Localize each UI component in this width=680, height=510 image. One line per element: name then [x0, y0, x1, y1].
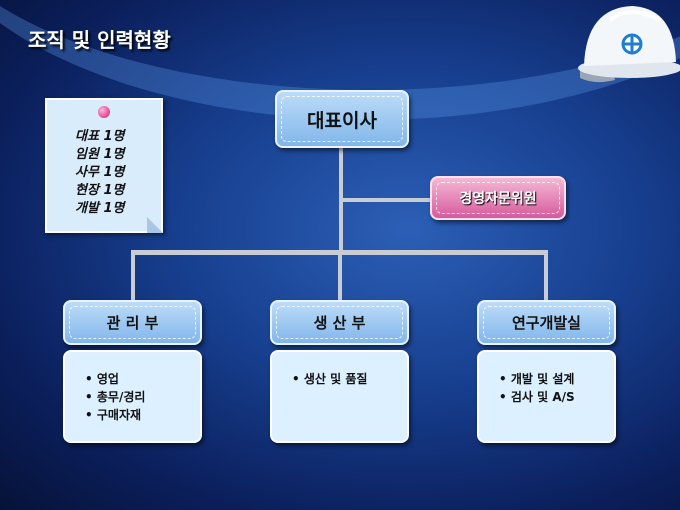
connector-line	[544, 252, 548, 300]
connector-line	[341, 198, 431, 202]
pin-icon	[98, 106, 110, 118]
dept-rnd-duties: 개발 및 설계 검사 및 A/S	[477, 350, 616, 443]
staff-line: 현장 1명	[75, 183, 125, 198]
staff-line: 대표 1명	[75, 129, 125, 144]
dept-label: 관 리 부	[106, 314, 159, 332]
safety-helmet-icon	[578, 6, 680, 83]
duty-item: 영업	[85, 370, 200, 388]
staff-line: 임원 1명	[75, 147, 125, 162]
dept-management-duties: 영업 총무/경리 구매자재	[63, 350, 202, 443]
dept-production-duties: 생산 및 품질	[270, 350, 409, 443]
page-title: 조직 및 인력현황	[28, 28, 171, 52]
connector-line	[338, 252, 342, 300]
connector-line	[131, 252, 135, 300]
dept-management: 관 리 부	[63, 300, 202, 345]
duty-item: 구매자재	[85, 406, 200, 424]
duty-item: 검사 및 A/S	[499, 388, 614, 406]
duty-item: 총무/경리	[85, 388, 200, 406]
advisory-box: 경영자문위원	[430, 176, 566, 220]
duty-item: 개발 및 설계	[499, 370, 614, 388]
duty-item: 생산 및 품질	[292, 370, 407, 388]
dept-rnd: 연구개발실	[477, 300, 616, 345]
ceo-label: 대표이사	[307, 109, 377, 132]
dept-label: 연구개발실	[511, 314, 581, 332]
staff-line: 개발 1명	[75, 201, 125, 216]
staff-line: 사무 1명	[75, 165, 125, 180]
dept-production: 생 산 부	[270, 300, 409, 345]
ceo-box: 대표이사	[275, 90, 409, 148]
dept-label: 생 산 부	[313, 314, 366, 332]
page-fold	[147, 217, 163, 233]
advisory-label: 경영자문위원	[459, 191, 537, 207]
staff-count-note: 대표 1명 임원 1명 사무 1명 현장 1명 개발 1명	[45, 98, 163, 233]
